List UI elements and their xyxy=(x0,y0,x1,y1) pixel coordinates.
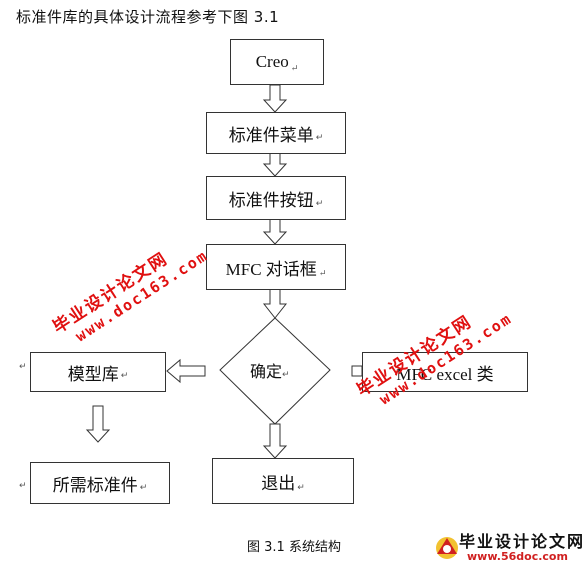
model-lib-left-mark: ↵ xyxy=(19,362,27,372)
logo-mark-icon xyxy=(436,537,458,559)
page-heading: 标准件库的具体设计流程参考下图 3.1 xyxy=(16,8,280,26)
figure-caption: 图 3.1 系统结构 xyxy=(247,540,341,555)
arrow-down-1 xyxy=(262,84,288,113)
node-decision-label: 确定↵ xyxy=(250,362,290,381)
required-left-mark: ↵ xyxy=(19,481,27,491)
node-exit: 退出↵ xyxy=(212,458,354,504)
arrow-down-4 xyxy=(262,287,288,319)
node-mfc-excel-class: MFC excel 类 xyxy=(362,352,528,392)
node-creo: Creo↵ xyxy=(230,39,324,85)
node-required-parts: 所需标准件↵ xyxy=(30,462,170,504)
node-mfc-dialog: MFC 对话框↵ xyxy=(206,244,346,290)
node-model-library: 模型库↵ xyxy=(30,352,166,392)
node-standard-parts-button: 标准件按钮↵ xyxy=(206,176,346,220)
arrow-down-3 xyxy=(262,217,288,245)
arrow-excel-stub xyxy=(351,365,363,377)
arrow-down-2 xyxy=(262,151,288,177)
arrow-down-6 xyxy=(85,405,111,443)
arrow-left xyxy=(166,358,206,384)
node-standard-parts-menu: 标准件菜单↵ xyxy=(206,112,346,154)
arrow-down-5 xyxy=(262,423,288,459)
